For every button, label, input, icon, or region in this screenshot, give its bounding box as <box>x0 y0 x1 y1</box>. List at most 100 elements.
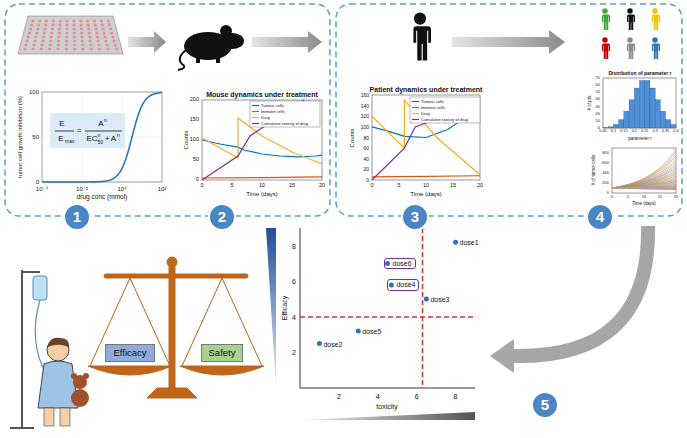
tick-label: 0.25 <box>641 130 648 134</box>
well <box>38 19 41 22</box>
dose-label: dose5 <box>362 328 381 335</box>
tick-label: 0 <box>611 195 613 199</box>
well <box>31 19 34 22</box>
hist-bar <box>671 124 676 128</box>
efficacy-wedge <box>266 228 276 388</box>
legend-label: Tumour cells <box>261 104 284 108</box>
trajectory-line <box>612 154 676 188</box>
teddy-bear <box>71 389 89 407</box>
well <box>105 43 108 46</box>
well <box>27 35 30 38</box>
population-icon <box>602 37 611 59</box>
legend-label: Drug <box>261 116 270 120</box>
well <box>89 39 92 42</box>
formula-term: A <box>98 120 103 128</box>
tick-label: 2 <box>292 349 296 356</box>
tick-label: 0.4 <box>673 130 678 134</box>
well <box>80 35 83 38</box>
trajectory-line <box>612 188 676 190</box>
node-text: 2 <box>218 209 226 226</box>
axis-title: parameter r <box>628 137 651 142</box>
well <box>111 35 114 38</box>
formula-term: E <box>58 135 63 143</box>
chart-title: Distribution of parameter r <box>608 71 671 76</box>
well <box>41 43 44 46</box>
tick-label: 10² <box>158 186 167 192</box>
well <box>97 39 100 42</box>
toxicity-wedge <box>300 412 475 420</box>
legend-line <box>412 113 419 114</box>
hist-bar <box>640 80 645 128</box>
well <box>103 31 106 34</box>
step-circle-shape <box>402 204 428 230</box>
step-circle-shape <box>64 204 90 230</box>
well <box>65 27 68 30</box>
tick-label: 80 <box>363 135 369 140</box>
hist-bar <box>603 127 608 128</box>
mouse-icon <box>178 50 186 70</box>
node-text: 5 <box>541 397 549 414</box>
trajectory-line <box>612 187 676 188</box>
well <box>94 23 97 26</box>
step-circle: 2 <box>208 203 236 231</box>
tick-label: 0.15 <box>620 130 627 134</box>
mouse-icon <box>220 25 232 37</box>
dose-response-curve <box>42 93 162 182</box>
well <box>98 47 101 50</box>
node-text: Efficacy <box>113 348 146 358</box>
dose-tag: dose4 <box>387 279 419 291</box>
formula-term: = <box>77 127 82 135</box>
well <box>88 35 91 38</box>
iv-pole <box>10 427 34 429</box>
tick-label: 0 <box>366 178 369 183</box>
tick-label: 800 <box>602 151 609 155</box>
well <box>44 23 47 26</box>
balance-scale <box>147 388 197 398</box>
tick-label: 6 <box>415 393 419 400</box>
hist-bar <box>666 120 671 128</box>
step-circle-shape <box>587 204 613 230</box>
tick-label: 50 <box>32 134 39 140</box>
trajectory-line <box>612 168 676 188</box>
formula-term: max <box>65 139 74 144</box>
trajectory-line <box>612 188 676 190</box>
balance-scale <box>169 266 175 388</box>
iv-tube <box>35 300 46 374</box>
tick-label: 8 <box>292 242 296 249</box>
balance-scale <box>104 274 248 278</box>
dose-label: dose2 <box>323 340 342 347</box>
teddy-bear <box>71 373 77 379</box>
plot-frame <box>42 92 162 182</box>
tick-label: 10⁰ <box>117 186 126 192</box>
well <box>58 27 61 30</box>
well <box>57 35 60 38</box>
step-circle-shape <box>532 392 558 418</box>
legend-label: Cumulative toxicity of drug <box>261 122 308 126</box>
well <box>35 31 38 34</box>
fraction-bar <box>55 131 74 132</box>
tick-label: 60 <box>363 146 369 151</box>
well-plate <box>18 16 123 54</box>
well <box>115 47 118 50</box>
well <box>95 31 98 34</box>
tick-label: 200 <box>602 181 609 185</box>
tick-label: 10⁻⁴ <box>36 186 48 192</box>
balance-pan <box>180 366 264 375</box>
hist-bar <box>619 120 624 128</box>
balance-box: Safety <box>201 344 244 362</box>
well <box>65 23 68 26</box>
axis-line <box>300 228 301 388</box>
trajectory-line <box>612 179 676 188</box>
hist-bar <box>624 111 629 128</box>
step-circle: 3 <box>401 203 429 231</box>
axis-title: Time (days) <box>632 202 656 207</box>
legend-box <box>250 101 320 127</box>
hist-bar <box>650 88 655 128</box>
dose-point <box>424 297 429 302</box>
tick-label: 120 <box>361 114 369 119</box>
tick-label: 15 <box>450 183 456 189</box>
trajectory-line <box>612 183 676 188</box>
flow-arrow <box>252 31 322 53</box>
